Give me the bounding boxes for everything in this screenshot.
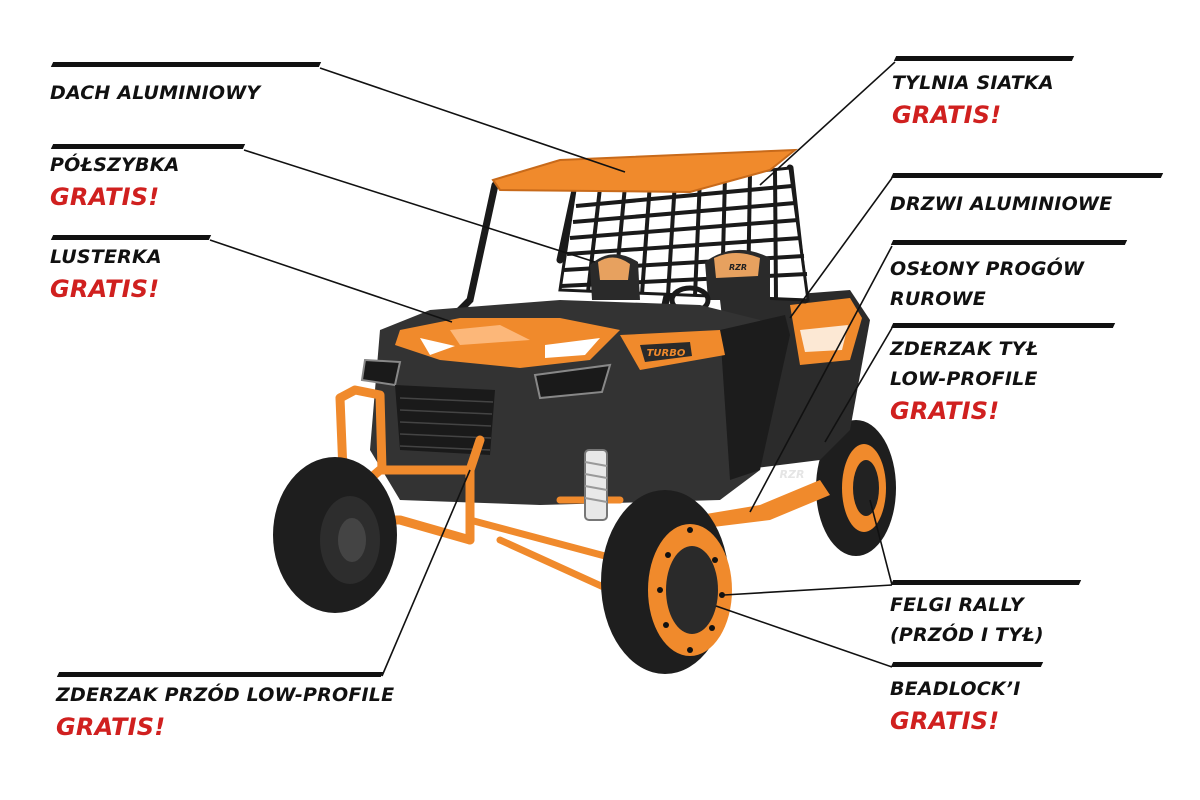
turbo-badge: TURBO <box>647 348 686 359</box>
callout-roof: DACH ALUMINIOWY <box>50 78 260 108</box>
callout-front-bumper-label: ZDERZAK PRZÓD LOW-PROFILE <box>56 684 395 706</box>
callout-mirrors-label: LUSTERKA <box>50 246 162 268</box>
callout-rear-net-promo: GRATIS! <box>892 101 1002 129</box>
front-right-wheel <box>601 490 732 674</box>
callout-half-windshield: PÓŁSZYBKA GRATIS! <box>50 150 180 214</box>
callout-beadlocks: BEADLOCK’I GRATIS! <box>890 674 1020 738</box>
callout-doors: DRZWI ALUMINIOWE <box>890 189 1112 219</box>
callout-half-windshield-promo: GRATIS! <box>50 183 160 211</box>
callout-half-windshield-label: PÓŁSZYBKA <box>50 154 180 176</box>
leader-lines <box>209 61 896 677</box>
seat-logo: RZR <box>729 263 747 272</box>
callout-rear-net-label: TYLNIA SIATKA <box>892 72 1054 94</box>
aluminium-roof <box>491 148 799 194</box>
callout-rear-net: TYLNIA SIATKA GRATIS! <box>892 68 1054 132</box>
callout-roof-label: DACH ALUMINIOWY <box>50 82 261 104</box>
callout-mirrors-promo: GRATIS! <box>50 275 160 303</box>
callout-front-bumper-promo: GRATIS! <box>56 713 166 741</box>
callout-rear-bumper-line2: LOW-PROFILE <box>890 368 1038 390</box>
rock-slider <box>700 480 830 528</box>
callout-rally-rims-line1: FELGI RALLY <box>890 594 1024 616</box>
side-logo: RZR <box>780 468 805 481</box>
callout-rear-bumper-promo: GRATIS! <box>890 397 1000 425</box>
callout-front-bumper: ZDERZAK PRZÓD LOW-PROFILE GRATIS! <box>56 680 394 744</box>
callout-rock-sliders: OSŁONY PROGÓW RUROWE <box>890 254 1084 314</box>
seats: RZR <box>590 249 770 300</box>
callout-rock-sliders-line2: RUROWE <box>890 288 986 310</box>
callout-beadlocks-label: BEADLOCK’I <box>890 678 1021 700</box>
callout-mirrors: LUSTERKA GRATIS! <box>50 242 162 306</box>
callout-rally-rims: FELGI RALLY (PRZÓD I TYŁ) <box>890 590 1044 650</box>
front-left-wheel <box>273 457 397 613</box>
callout-beadlocks-promo: GRATIS! <box>890 707 1000 735</box>
callout-rear-bumper-line1: ZDERZAK TYŁ <box>890 338 1039 360</box>
callout-rear-bumper: ZDERZAK TYŁ LOW-PROFILE GRATIS! <box>890 334 1038 428</box>
callout-doors-label: DRZWI ALUMINIOWE <box>890 193 1113 215</box>
callout-rally-rims-line2: (PRZÓD I TYŁ) <box>890 624 1044 646</box>
rear-right-wheel <box>816 420 896 556</box>
callout-rock-sliders-line1: OSŁONY PROGÓW <box>890 258 1085 280</box>
